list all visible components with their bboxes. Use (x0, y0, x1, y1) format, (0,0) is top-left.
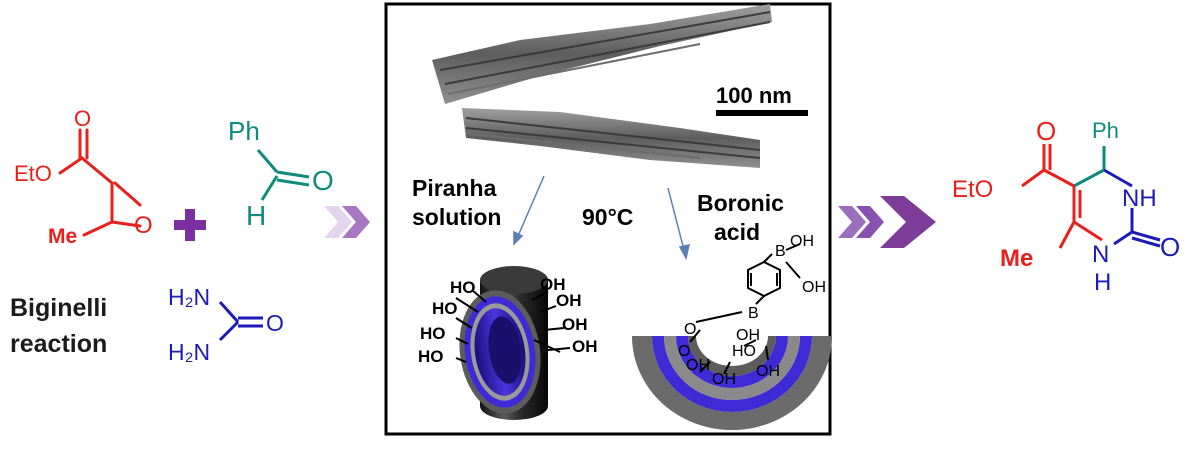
aldehyde-o: O (312, 165, 334, 196)
chevron-arrows-icon (324, 206, 370, 238)
ketoester-eto: EtO (14, 161, 52, 186)
product-h-bottom: H (1094, 269, 1111, 296)
product-eto: EtO (952, 176, 993, 203)
boron-o-1: O (684, 321, 696, 338)
ketoester-o-ring: O (134, 212, 153, 239)
boron-o-2: O (678, 343, 690, 360)
boron-oh-2: OH (802, 279, 826, 296)
piranha-label-line2: solution (412, 204, 501, 230)
tube-oh-4: OH (572, 337, 598, 356)
urea-h2n-top: H₂N (168, 284, 210, 310)
process-arrows (513, 175, 690, 261)
urea-bonds (218, 300, 263, 342)
urea-o: O (266, 310, 284, 336)
boron-top: B (775, 243, 786, 260)
aldehyde-bonds (256, 149, 310, 201)
ketoester-o-top: O (74, 106, 91, 131)
reaction-label-line2: reaction (10, 330, 107, 358)
urea-h2n-bottom: H₂N (168, 339, 210, 365)
half-nanotube-icon (632, 336, 832, 430)
chevron-arrows-icon-right (838, 196, 936, 248)
product-o-ester: O (1036, 116, 1056, 146)
tube-ho-2: HO (432, 299, 458, 318)
ethyl-acetoacetate (58, 128, 142, 237)
product-ph: Ph (1092, 118, 1119, 143)
scale-bar-label: 100 nm (716, 83, 792, 108)
product-n: N (1092, 241, 1109, 268)
aldehyde-ph: Ph (228, 116, 260, 146)
plus-icon (174, 209, 206, 241)
surface-oh-3: OH (736, 327, 760, 344)
boronic-label-line2: acid (714, 219, 760, 245)
product-me: Me (1000, 245, 1033, 272)
tube-oh-2: OH (556, 291, 582, 310)
tube-oh-1: OH (540, 275, 566, 294)
tube-oh-3: OH (562, 315, 588, 334)
tube-oh-bonds (455, 289, 571, 363)
product-o-urea: O (1160, 232, 1180, 262)
product-ring-bonds (1021, 144, 1161, 249)
tem-nanotube-image (432, 4, 772, 168)
piranha-label-line1: Piranha (412, 175, 497, 201)
reaction-label-line1: Biginelli (10, 294, 107, 322)
product-nh-top: NH (1122, 185, 1157, 212)
boron-oh-1: OH (790, 233, 814, 250)
tube-ho-1: HO (450, 278, 476, 297)
surface-oh-4: OH (756, 363, 780, 380)
boron-bottom: B (748, 305, 759, 322)
boronic-label-line1: Boronic (697, 190, 784, 216)
temperature-label: 90°C (582, 204, 633, 230)
boronic-acid-structure (689, 243, 801, 375)
surface-oh-2: OH (712, 371, 736, 388)
nanotube-icon (459, 266, 561, 420)
scale-bar (716, 110, 808, 116)
boronic-labels: B OH OH B O O OH OH HO OH OH (678, 233, 826, 388)
surface-ho: HO (732, 343, 756, 360)
ketoester-me: Me (48, 225, 77, 248)
aldehyde-h: H (246, 200, 266, 231)
surface-oh-1: OH (686, 357, 710, 374)
tube-oh-groups: HO HO HO HO OH OH OH OH (418, 275, 598, 366)
tube-ho-3: HO (420, 324, 446, 343)
tube-ho-4: HO (418, 347, 444, 366)
